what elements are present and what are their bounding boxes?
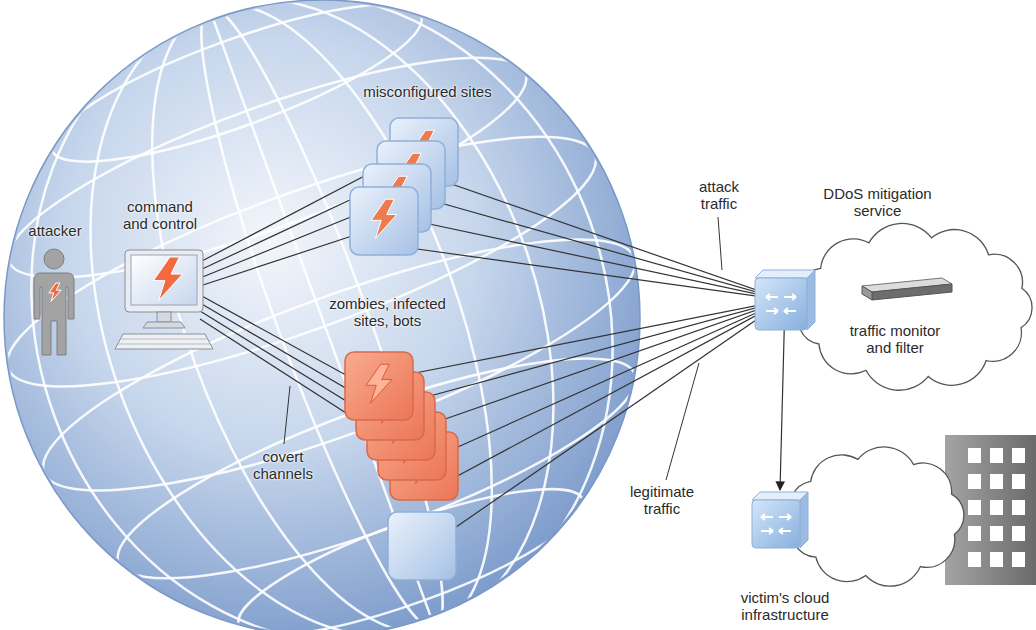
building-window (968, 526, 981, 541)
switch-top (752, 492, 808, 500)
building-window (968, 474, 981, 489)
connector-line (440, 300, 785, 455)
connector-line (415, 300, 785, 400)
keyboard-row (118, 344, 210, 345)
connector-line (410, 248, 785, 300)
switch-front (752, 500, 800, 548)
connector (405, 300, 785, 480)
node-heading: DDoS mitigation service (815, 185, 940, 219)
switch-side (800, 492, 808, 548)
traffic-label: attack traffic (688, 178, 750, 212)
switch-top (755, 270, 815, 278)
building-window (1012, 474, 1025, 489)
switch-arrow (784, 308, 796, 314)
node-heading: misconfigured sites (345, 83, 510, 100)
switch-arrow (766, 294, 778, 300)
connector-line (200, 303, 366, 400)
node-body-text: traffic monitor and filter (845, 322, 945, 356)
node-icon (340, 78, 515, 273)
attacker-figure: attacker (10, 215, 100, 360)
building-window (968, 500, 981, 515)
building-window (1012, 526, 1025, 541)
lightning-symbol (154, 257, 183, 301)
switch-side (807, 270, 815, 330)
victim-cloud (790, 447, 964, 586)
switch-arrow (761, 528, 773, 534)
connector-line (200, 210, 368, 278)
lightning-symbol (371, 199, 397, 238)
monitor-device-side (862, 286, 872, 300)
zombie-site-box (345, 352, 413, 420)
victim-cloud-node: victim's cloud infrastructure (730, 440, 1036, 630)
building-window (968, 448, 981, 463)
connector-line (450, 300, 785, 480)
building-window (968, 552, 981, 567)
bot-stack: zombies, infected sites, bots (300, 290, 475, 505)
node-heading: command and control (119, 198, 201, 232)
building-window (1012, 448, 1025, 463)
monitor-neck (157, 312, 171, 322)
switch-arrow (784, 294, 796, 300)
mitigation-cloud (798, 223, 1032, 390)
switch-front (755, 278, 807, 330)
building-window (990, 500, 1003, 515)
switch-arrow (779, 528, 791, 534)
mitigation-cloud-node: DDoS mitigation service traffic monitor a… (750, 180, 1035, 385)
connector-line (428, 300, 785, 425)
keyboard (115, 334, 213, 349)
building-window (990, 552, 1003, 567)
monitor-device-front (872, 284, 952, 300)
building-window (990, 448, 1003, 463)
command-computer: command and control (105, 195, 215, 355)
parallel-line (20, 193, 657, 538)
attacker-head (44, 249, 64, 269)
connector-line (420, 222, 785, 300)
meridian-line (7, 0, 637, 630)
parallel-line (0, 90, 618, 433)
leader-line (718, 217, 722, 270)
globe-grid (0, 0, 703, 630)
legitimate-site-box (388, 512, 456, 580)
connector-line (405, 300, 785, 375)
lightning-symbol (49, 283, 61, 301)
building-window (990, 474, 1003, 489)
misconfigured-site-box (350, 187, 418, 255)
connector-line (200, 235, 355, 286)
switch-arrow (766, 308, 778, 314)
building-window (990, 526, 1003, 541)
switch-arrow (761, 514, 773, 520)
node-heading: victim's cloud infrastructure (735, 589, 835, 623)
monitor-screen (131, 255, 197, 305)
meridian-line (0, 0, 703, 630)
switch-arrow (779, 514, 791, 520)
traffic-label: covert channels (250, 448, 316, 482)
parallel-line (98, 318, 656, 620)
attacker-body (34, 273, 74, 355)
node-heading: attacker (20, 222, 90, 239)
traffic-label: legitimate traffic (622, 483, 702, 517)
connector-line (430, 200, 785, 300)
site-stack: misconfigured sites (340, 78, 515, 273)
node-heading: zombies, infected sites, bots (320, 295, 455, 329)
legitimate-traffic-line (430, 300, 785, 545)
building-window (1012, 500, 1025, 515)
leader-line (666, 363, 699, 480)
monitor-base (143, 322, 185, 328)
building-window (1012, 552, 1025, 567)
leader-line (284, 386, 290, 444)
parallel-line (0, 17, 546, 319)
keyboard-row (120, 339, 207, 340)
monitor-frame (125, 250, 203, 312)
lightning-symbol (366, 364, 392, 403)
